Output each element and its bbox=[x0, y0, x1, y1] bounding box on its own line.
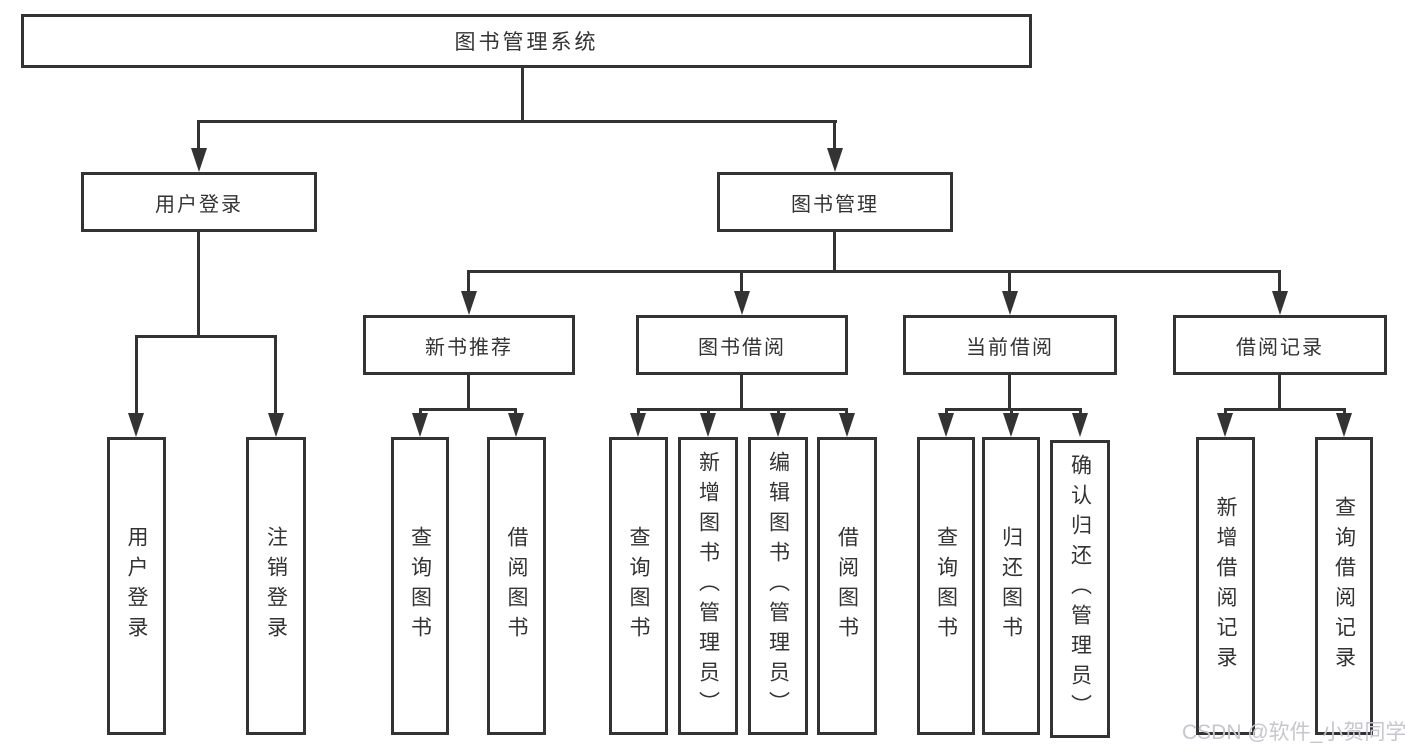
connector-drop-user-login bbox=[197, 120, 200, 150]
connector-section-1-stem bbox=[740, 375, 743, 408]
arrow-leaf-s0-1 bbox=[508, 413, 524, 437]
arrow-leaf-s3-0 bbox=[1217, 413, 1233, 437]
node-book-management: 图书管理 bbox=[717, 172, 953, 232]
arrow-leaf-s1-0 bbox=[630, 413, 646, 437]
connector-drop-s3-0 bbox=[1224, 408, 1227, 415]
arrow-leaf-s2-1 bbox=[1003, 413, 1019, 437]
connector-login-bus bbox=[135, 335, 276, 338]
leaf-current-confirm-admin: 确认归还（管理员） bbox=[1050, 440, 1110, 738]
node-section-current-borrow-label: 当前借阅 bbox=[966, 336, 1054, 359]
connector-drop-leaf-login-0 bbox=[135, 335, 138, 415]
connector-root-stem bbox=[521, 68, 524, 120]
leaf-newbook-query: 查询图书 bbox=[391, 437, 449, 735]
leaf-current-query: 查询图书 bbox=[917, 437, 975, 735]
connector-section-2-stem bbox=[1008, 375, 1011, 408]
arrow-leaf-s0-0 bbox=[412, 413, 428, 437]
leaf-newbook-query-label: 查询图书 bbox=[408, 526, 432, 646]
connector-drop-section-1 bbox=[740, 270, 743, 292]
node-section-new-book: 新书推荐 bbox=[363, 315, 575, 375]
leaf-borrow-add-admin-label: 新增图书（管理员） bbox=[696, 451, 720, 721]
leaf-record-query-label: 查询借阅记录 bbox=[1332, 496, 1356, 676]
leaf-record-query: 查询借阅记录 bbox=[1315, 437, 1373, 735]
arrow-section-0 bbox=[461, 291, 477, 315]
leaf-logout: 注销登录 bbox=[246, 437, 306, 735]
connector-section-2-bus bbox=[945, 408, 1082, 411]
connector-manage-bus bbox=[468, 270, 1281, 273]
leaf-user-login: 用户登录 bbox=[107, 437, 166, 735]
leaf-current-query-label: 查询图书 bbox=[934, 526, 958, 646]
connector-drop-book-management bbox=[833, 120, 836, 150]
watermark: CSDN @软件_小贺同学 bbox=[1182, 721, 1405, 744]
connector-section-3-bus bbox=[1224, 408, 1346, 411]
arrow-leaf-s1-1 bbox=[700, 413, 716, 437]
connector-drop-s2-2 bbox=[1079, 408, 1082, 415]
leaf-borrow-query: 查询图书 bbox=[609, 437, 668, 735]
connector-drop-s0-1 bbox=[514, 408, 517, 415]
connector-section-0-bus bbox=[419, 408, 517, 411]
node-book-management-label: 图书管理 bbox=[791, 193, 879, 216]
connector-drop-section-2 bbox=[1008, 270, 1011, 292]
node-section-new-book-label: 新书推荐 bbox=[425, 336, 513, 359]
connector-drop-s2-0 bbox=[945, 408, 948, 415]
leaf-record-add-label: 新增借阅记录 bbox=[1214, 496, 1238, 676]
node-section-borrow-record: 借阅记录 bbox=[1173, 315, 1387, 375]
leaf-borrow-book: 借阅图书 bbox=[817, 437, 877, 735]
node-section-borrow-record-label: 借阅记录 bbox=[1236, 336, 1324, 359]
connector-section-1-bus bbox=[637, 408, 848, 411]
leaf-borrow-add-admin: 新增图书（管理员） bbox=[678, 437, 738, 735]
arrow-leaf-login-0 bbox=[128, 413, 144, 437]
leaf-borrow-edit-admin: 编辑图书（管理员） bbox=[748, 437, 808, 735]
connector-drop-s0-0 bbox=[419, 408, 422, 415]
connector-drop-s3-1 bbox=[1343, 408, 1346, 415]
connector-drop-s1-2 bbox=[777, 408, 780, 415]
leaf-current-return-label: 归还图书 bbox=[999, 526, 1023, 646]
leaf-borrow-book-label: 借阅图书 bbox=[835, 526, 859, 646]
node-section-current-borrow: 当前借阅 bbox=[903, 315, 1117, 375]
node-root-label: 图书管理系统 bbox=[454, 31, 599, 54]
leaf-current-return: 归还图书 bbox=[982, 437, 1040, 735]
leaf-current-confirm-admin-label: 确认归还（管理员） bbox=[1068, 454, 1092, 724]
arrow-leaf-s2-2 bbox=[1072, 413, 1088, 437]
connector-drop-s2-1 bbox=[1010, 408, 1013, 415]
node-user-login-label: 用户登录 bbox=[155, 193, 243, 216]
connector-drop-leaf-login-1 bbox=[274, 335, 277, 415]
arrow-leaf-s1-2 bbox=[770, 413, 786, 437]
connector-drop-s1-3 bbox=[845, 408, 848, 415]
leaf-record-add: 新增借阅记录 bbox=[1196, 437, 1255, 735]
arrow-section-1 bbox=[734, 291, 750, 315]
arrow-section-3 bbox=[1272, 291, 1288, 315]
connector-drop-section-0 bbox=[467, 270, 470, 292]
connector-root-bus bbox=[197, 120, 837, 123]
node-section-book-borrow: 图书借阅 bbox=[636, 315, 848, 375]
leaf-logout-label: 注销登录 bbox=[264, 526, 288, 646]
connector-section-3-stem bbox=[1278, 375, 1281, 408]
connector-manage-stem bbox=[833, 232, 836, 270]
leaf-user-login-label: 用户登录 bbox=[125, 526, 149, 646]
arrow-user-login bbox=[191, 148, 207, 172]
connector-drop-s1-1 bbox=[707, 408, 710, 415]
arrow-leaf-login-1 bbox=[268, 413, 284, 437]
node-user-login: 用户登录 bbox=[81, 172, 317, 232]
arrow-leaf-s1-3 bbox=[839, 413, 855, 437]
leaf-newbook-borrow-label: 借阅图书 bbox=[505, 526, 529, 646]
arrow-leaf-s3-1 bbox=[1336, 413, 1352, 437]
connector-section-0-stem bbox=[467, 375, 470, 408]
connector-drop-s1-0 bbox=[637, 408, 640, 415]
connector-login-stem bbox=[197, 232, 200, 335]
node-section-book-borrow-label: 图书借阅 bbox=[698, 336, 786, 359]
leaf-newbook-borrow: 借阅图书 bbox=[487, 437, 546, 735]
node-root: 图书管理系统 bbox=[21, 14, 1032, 68]
leaf-borrow-edit-admin-label: 编辑图书（管理员） bbox=[766, 451, 790, 721]
leaf-borrow-query-label: 查询图书 bbox=[627, 526, 651, 646]
arrow-leaf-s2-0 bbox=[938, 413, 954, 437]
connector-drop-section-3 bbox=[1278, 270, 1281, 292]
arrow-book-management bbox=[827, 148, 843, 172]
arrow-section-2 bbox=[1002, 291, 1018, 315]
